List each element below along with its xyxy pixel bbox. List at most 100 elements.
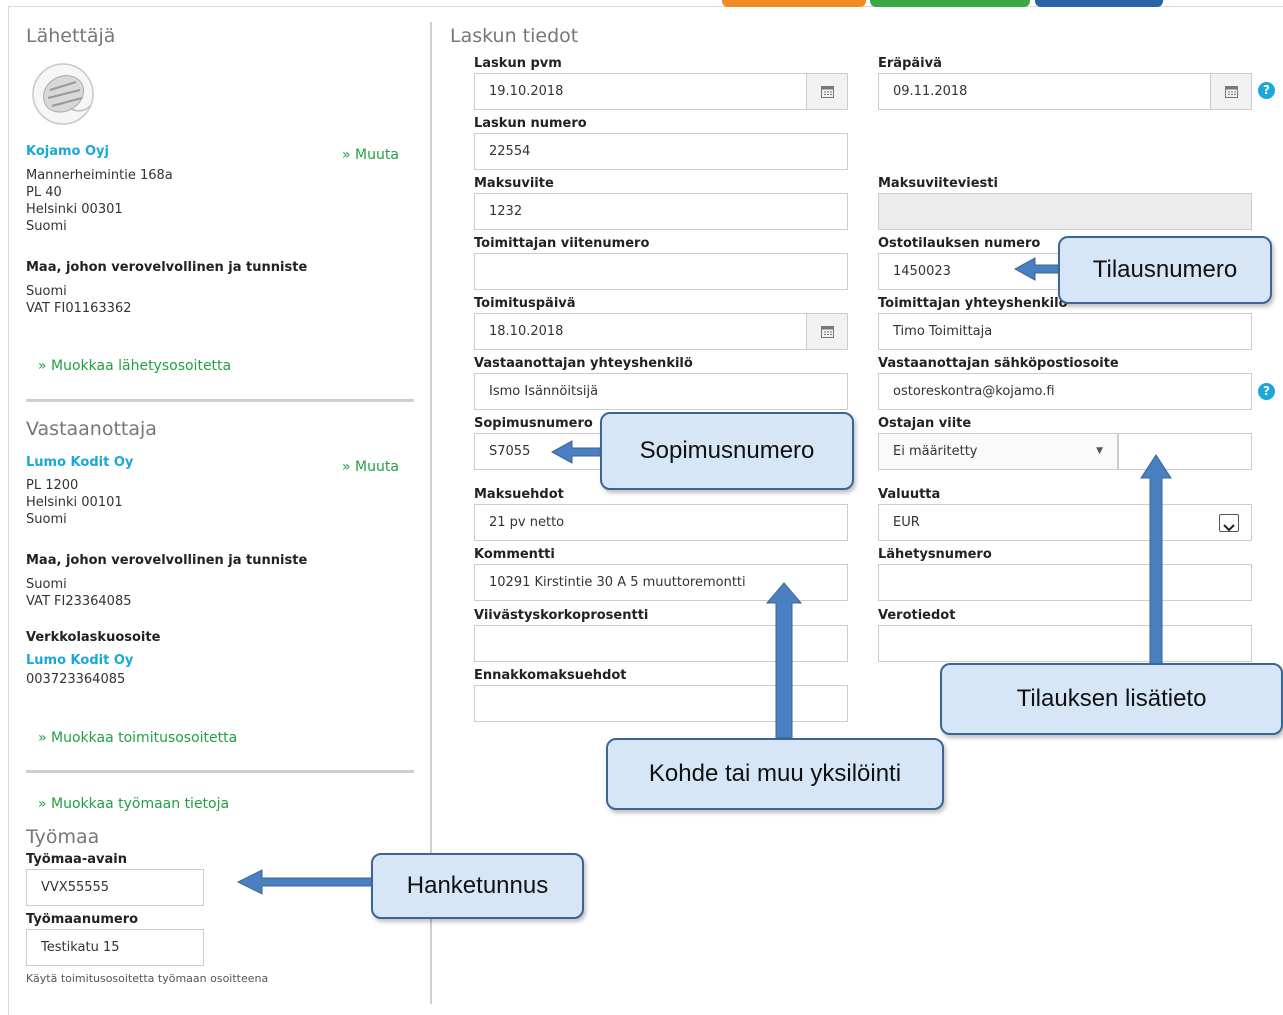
delivery-date-input[interactable]: 18.10.2018 — [474, 313, 848, 350]
sender-heading: Lähettäjä — [26, 25, 116, 47]
receiver-contact-input[interactable]: Ismo Isännöitsijä — [474, 373, 848, 410]
prepayment-terms-label: Ennakkomaksuehdot — [474, 668, 627, 683]
comment-input[interactable]: 10291 Kirstintie 30 A 5 muuttoremontti — [474, 564, 848, 601]
buyer-ref-extra-input[interactable] — [1118, 433, 1252, 470]
edit-sender-address-link[interactable]: » Muokkaa lähetysosoitetta — [38, 358, 232, 374]
payment-ref-input[interactable]: 1232 — [474, 193, 848, 230]
invoice-date-label: Laskun pvm — [474, 56, 562, 71]
receiver-address-line: Suomi — [26, 512, 67, 527]
sender-address-line: Helsinki 00301 — [26, 202, 123, 217]
tax-info-input[interactable] — [878, 625, 1252, 662]
buyer-ref-select[interactable]: Ei määritetty ▼ — [878, 433, 1118, 470]
due-date-value: 09.11.2018 — [893, 84, 968, 99]
payment-terms-input[interactable]: 21 pv netto — [474, 504, 848, 541]
po-number-value: 1450023 — [893, 264, 951, 279]
top-tab-blue[interactable] — [1035, 0, 1163, 7]
currency-label: Valuutta — [878, 487, 941, 502]
invoice-number-label: Laskun numero — [474, 116, 587, 131]
late-interest-input[interactable] — [474, 625, 848, 662]
invoice-date-calendar-button[interactable] — [806, 74, 847, 109]
delivery-date-calendar-button[interactable] — [806, 314, 847, 349]
top-tab-green[interactable] — [870, 0, 1030, 7]
callout-order-extra: Tilauksen lisätieto — [940, 663, 1283, 735]
worksite-number-label: Työmaanumero — [26, 912, 139, 927]
callout-contract-number: Sopimusnumero — [600, 412, 854, 490]
comment-label: Kommentti — [474, 547, 555, 562]
receiver-company-link[interactable]: Lumo Kodit Oy — [26, 455, 134, 470]
sender-divider — [26, 399, 414, 402]
contract-number-label: Sopimusnumero — [474, 416, 593, 431]
due-date-calendar-button[interactable] — [1210, 74, 1251, 109]
sender-address-line: Mannerheimintie 168a — [26, 168, 173, 183]
receiver-vat-label: Maa, johon verovelvollinen ja tunniste — [26, 553, 308, 568]
frame-top-border — [8, 6, 1283, 7]
delivery-date-value: 18.10.2018 — [489, 324, 564, 339]
due-date-label: Eräpäivä — [878, 56, 942, 71]
einvoice-address: 003723364085 — [26, 672, 126, 687]
supplier-contact-input[interactable]: Timo Toimittaja — [878, 313, 1252, 350]
top-tab-orange[interactable] — [722, 0, 866, 7]
currency-select[interactable]: EUR — [878, 504, 1252, 541]
receiver-address: PL 1200 Helsinki 00101 Suomi — [26, 477, 123, 528]
payment-ref-message-label: Maksuviiteviesti — [878, 176, 998, 191]
supplier-ref-label: Toimittajan viitenumero — [474, 236, 650, 251]
invoice-number-value: 22554 — [489, 144, 531, 159]
column-divider — [430, 22, 432, 1004]
receiver-email-input[interactable]: ostoreskontra@kojamo.fi — [878, 373, 1252, 410]
worksite-key-label: Työmaa-avain — [26, 852, 127, 867]
edit-delivery-address-link[interactable]: » Muokkaa toimitusosoitetta — [38, 730, 238, 746]
sender-address-line: Suomi — [26, 219, 67, 234]
receiver-vat-line: Suomi — [26, 577, 67, 592]
calendar-icon — [820, 326, 834, 338]
delivery-date-label: Toimituspäivä — [474, 296, 576, 311]
calendar-icon — [1224, 86, 1238, 98]
payment-ref-message-input — [878, 193, 1252, 230]
sender-company-link[interactable]: Kojamo Oyj — [26, 144, 109, 159]
chevron-down-icon — [1219, 514, 1239, 532]
callout-project-id: Hanketunnus — [371, 853, 584, 919]
sender-vat-line: VAT FI01163362 — [26, 301, 132, 316]
sender-address: Mannerheimintie 168a PL 40 Helsinki 0030… — [26, 167, 173, 235]
sender-change-link[interactable]: » Muuta — [342, 147, 399, 163]
invoice-date-input[interactable]: 19.10.2018 — [474, 73, 848, 110]
edit-worksite-link[interactable]: » Muokkaa työmaan tietoja — [38, 796, 230, 812]
supplier-contact-value: Timo Toimittaja — [893, 324, 993, 339]
worksite-heading: Työmaa — [26, 826, 100, 848]
po-number-label: Ostotilauksen numero — [878, 236, 1041, 251]
worksite-number-value: Testikatu 15 — [41, 940, 120, 955]
worksite-number-input[interactable]: Testikatu 15 — [26, 929, 204, 966]
shipment-number-input[interactable] — [878, 564, 1252, 601]
worksite-note: Käytä toimitusosoitetta työmaan osoittee… — [26, 972, 269, 985]
receiver-change-link[interactable]: » Muuta — [342, 459, 399, 475]
prepayment-terms-input[interactable] — [474, 685, 848, 722]
late-interest-label: Viivästyskorkoprosentti — [474, 608, 649, 623]
receiver-vat-line: VAT FI23364085 — [26, 594, 132, 609]
receiver-contact-label: Vastaanottajan yhteyshenkilö — [474, 356, 693, 371]
sender-vat-line: Suomi — [26, 284, 67, 299]
contract-number-value: S7055 — [489, 444, 531, 459]
due-date-input[interactable]: 09.11.2018 — [878, 73, 1252, 110]
help-icon[interactable]: ? — [1258, 82, 1275, 99]
payment-terms-value: 21 pv netto — [489, 515, 565, 530]
receiver-contact-value: Ismo Isännöitsijä — [489, 384, 599, 399]
worksite-key-input[interactable]: VVX55555 — [26, 869, 204, 906]
tax-info-label: Verotiedot — [878, 608, 956, 623]
invoice-number-input[interactable]: 22554 — [474, 133, 848, 170]
caret-down-icon: ▼ — [1096, 446, 1103, 456]
sender-vat-label: Maa, johon verovelvollinen ja tunniste — [26, 260, 308, 275]
callout-target-id: Kohde tai muu yksilöinti — [606, 738, 944, 810]
einvoice-company-link[interactable]: Lumo Kodit Oy — [26, 653, 134, 668]
receiver-address-line: Helsinki 00101 — [26, 495, 123, 510]
receiver-email-label: Vastaanottajan sähköpostiosoite — [878, 356, 1119, 371]
invoice-heading: Laskun tiedot — [450, 25, 579, 47]
callout-order-number: Tilausnumero — [1058, 236, 1272, 304]
frame-left-border — [8, 6, 9, 1015]
arrow-to-worksite-key — [236, 869, 373, 895]
receiver-heading: Vastaanottaja — [26, 418, 157, 440]
help-icon[interactable]: ? — [1258, 383, 1275, 400]
receiver-address-line: PL 1200 — [26, 478, 79, 493]
receiver-email-value: ostoreskontra@kojamo.fi — [893, 384, 1055, 399]
supplier-ref-input[interactable] — [474, 253, 848, 290]
receiver-divider — [26, 770, 414, 773]
sender-address-line: PL 40 — [26, 185, 62, 200]
